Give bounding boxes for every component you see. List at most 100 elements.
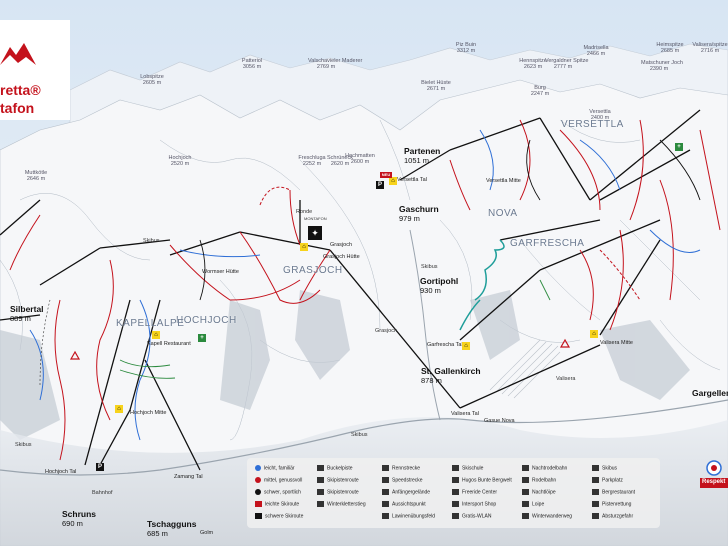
legend-item: Winterkletterstieg — [317, 501, 366, 507]
mountain-logo-icon — [0, 43, 36, 65]
town-name: Gortipohl — [420, 276, 459, 286]
legend-label: schwer, sportlich — [264, 489, 301, 496]
legend-label: Lawinenübungsfeld — [392, 513, 436, 520]
legend-symbol-icon — [522, 489, 529, 495]
first-aid-icon: + — [675, 143, 683, 151]
legend-item: Nachtrodelbahn — [522, 465, 567, 471]
legend-label: Bergrestaurant — [602, 489, 636, 496]
map-note-label: Skibus — [421, 264, 438, 270]
legend-symbol-icon — [452, 465, 459, 471]
peak-elevation: 2605 m — [142, 80, 162, 86]
piste-dot-icon — [255, 465, 261, 471]
legend-symbol-icon — [382, 513, 389, 519]
legend-label: Rodelbahn — [532, 477, 557, 484]
legend-item: schwere Skiroute — [255, 513, 303, 519]
station-label: Wormser Hütte — [202, 269, 239, 275]
area-label: GARFRESCHA — [510, 238, 585, 249]
red-pistes — [9, 119, 721, 461]
rodelbahn — [474, 239, 505, 301]
town-name: Tschagguns — [147, 519, 197, 529]
map-note-label: Skibus — [351, 432, 368, 438]
legend-symbol-icon — [452, 489, 459, 495]
station-label: Gasue Nova — [484, 418, 515, 424]
peak-elevation: 2390 m — [649, 66, 669, 72]
legend-label: leicht, familiär — [264, 465, 295, 472]
station-label: Grasjoch Hütte — [323, 254, 360, 260]
peak-elevation: 2600 m — [350, 159, 370, 165]
legend-item: Parkplatz — [592, 477, 623, 483]
restaurant-icon: ⌂ — [462, 342, 470, 350]
peak-name: Bielet Hüste — [421, 80, 451, 86]
map-note-label: Ronde — [296, 209, 313, 215]
area-label: VERSETTLA — [561, 119, 624, 130]
town-elevation: 1051 m — [404, 156, 430, 165]
legend-item: Anfängergelände — [382, 489, 430, 495]
peak-elevation: 2716 m — [700, 48, 720, 54]
legend-item: Gratis-WLAN — [452, 513, 491, 519]
montafon-emblem-icon: ✦ — [308, 226, 322, 240]
restaurant-icon: ⌂ — [152, 331, 160, 339]
peak-name: Vergaldner Spitze — [545, 58, 589, 64]
legend-symbol-icon — [317, 501, 324, 507]
peak-name: Burg — [534, 85, 546, 91]
peak-elevation: 3312 m — [456, 48, 476, 54]
peak-elevation: 2685 m — [660, 48, 680, 54]
legend-label: Speedstrecke — [392, 477, 423, 484]
respect-badge: Respekt — [700, 458, 728, 488]
station-label: Garfrescha Tal — [427, 342, 463, 348]
legend-symbol-icon — [382, 465, 389, 471]
legend-label: Buckelpiste — [327, 465, 353, 472]
legend-label: Pistenrettung — [602, 501, 632, 508]
town-name: Silbertal — [10, 304, 44, 314]
area-label: KAPELLALPE — [116, 318, 185, 329]
first-aid-icon: + — [198, 334, 206, 342]
legend-symbol-icon — [382, 501, 389, 507]
peak-name: Heimspitze — [656, 42, 684, 48]
legend-symbol-icon — [452, 477, 459, 483]
town-name: Gargellen — [692, 388, 728, 398]
peak-elevation: 2520 m — [170, 161, 190, 167]
station-label: Kapell Restaurant — [147, 341, 191, 347]
legend-label: Aussichtspunkt — [392, 501, 426, 508]
peak-name: Schrüneck — [327, 155, 353, 161]
peak-elevation: 2671 m — [426, 86, 446, 92]
legend-label: Gratis-WLAN — [462, 513, 492, 520]
station-label: Versettla Mitte — [486, 178, 521, 184]
peak-name: Versettla — [589, 109, 611, 115]
legend-label: Skibus — [602, 465, 618, 472]
legend-label: mittel, genussvoll — [264, 477, 303, 484]
new-badge: NEU — [380, 172, 392, 178]
legend-label: leichte Skiroute — [265, 501, 300, 508]
legend-item: Skipistenroute — [317, 477, 359, 483]
legend-symbol-icon — [317, 465, 324, 471]
map-note-label: Valisera — [556, 376, 576, 382]
legend-item: Hugos Bunte Bergwelt — [452, 477, 512, 483]
legend-item: Absturzgefahr — [592, 513, 633, 519]
peak-name: Muttkötle — [24, 170, 48, 176]
legend-item: Speedstrecke — [382, 477, 423, 483]
legend-label: Rennstrecke — [392, 465, 421, 472]
peak-name: Hennspitze — [519, 58, 547, 64]
legend-item: Lawinenübungsfeld — [382, 513, 435, 519]
route-swatch-icon — [255, 501, 262, 507]
peak-elevation: 2620 m — [330, 161, 350, 167]
parking-icon: P — [96, 463, 104, 471]
peak-elevation: 2777 m — [553, 64, 573, 70]
legend-label: Nachtrodelbahn — [532, 465, 568, 472]
